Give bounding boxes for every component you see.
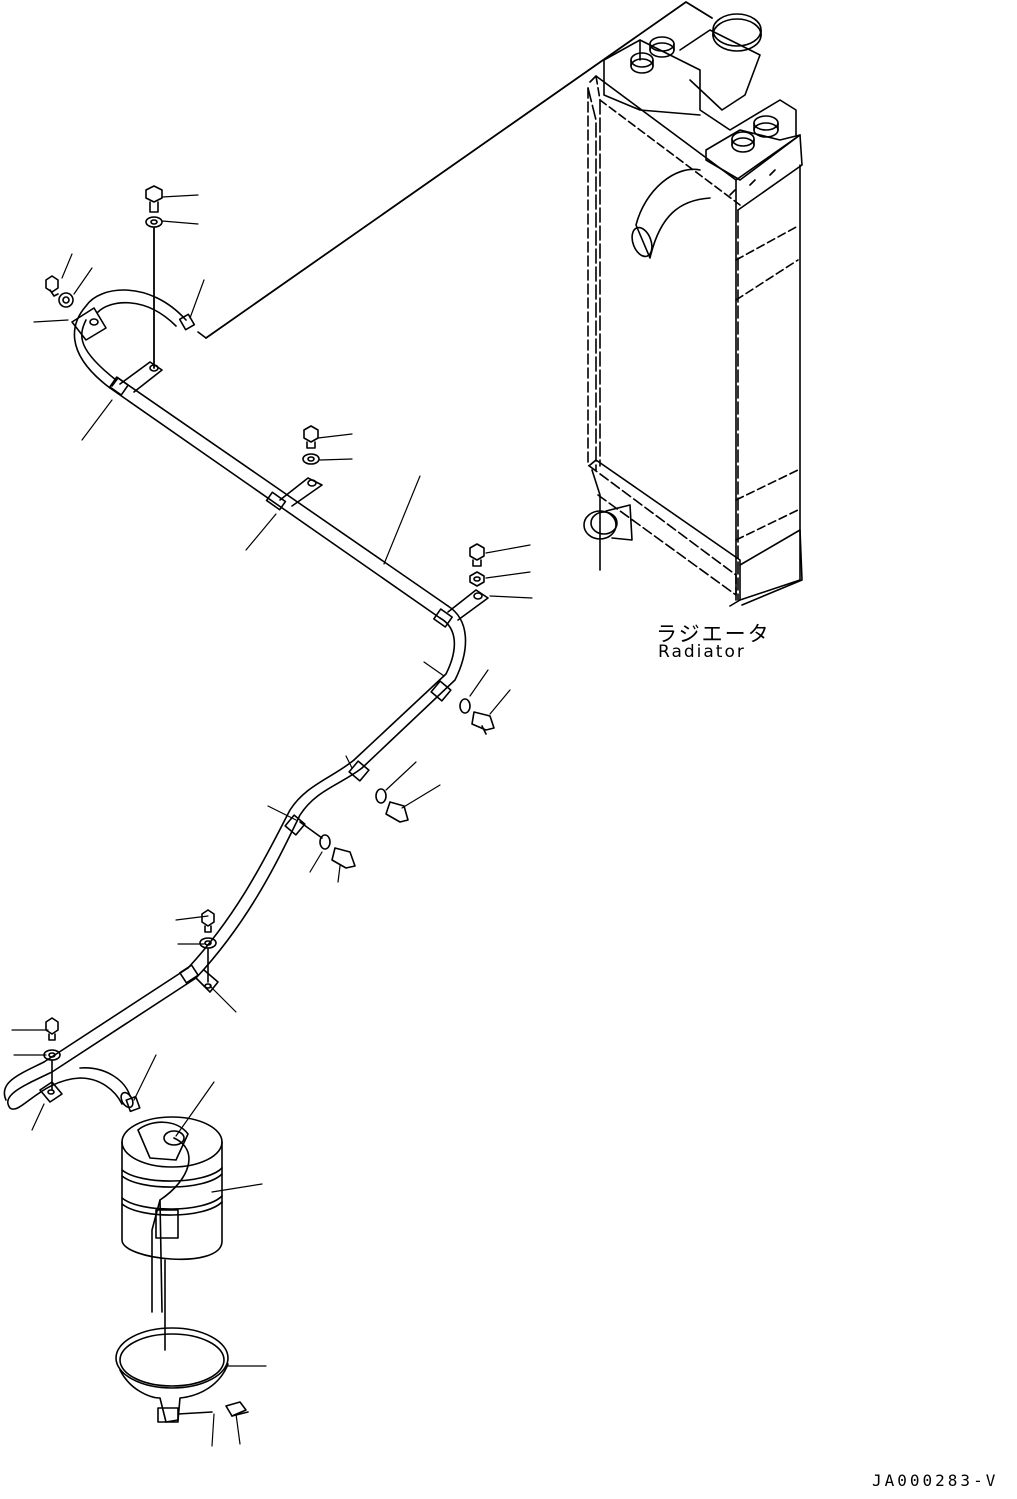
overflow-hose-upper [205, 1, 713, 339]
pipe-assembly [3, 289, 489, 1113]
radiator [583, 13, 803, 607]
fasteners [43, 185, 495, 1417]
radiator-label-japanese: ラジエータ [656, 622, 771, 646]
reservoir-tank [121, 1116, 223, 1351]
radiator-label-english: Radiator [658, 642, 746, 662]
drawing-code: JA000283-V [872, 1471, 999, 1490]
leader-lines [11, 194, 533, 1447]
mounting-band [115, 1327, 229, 1423]
